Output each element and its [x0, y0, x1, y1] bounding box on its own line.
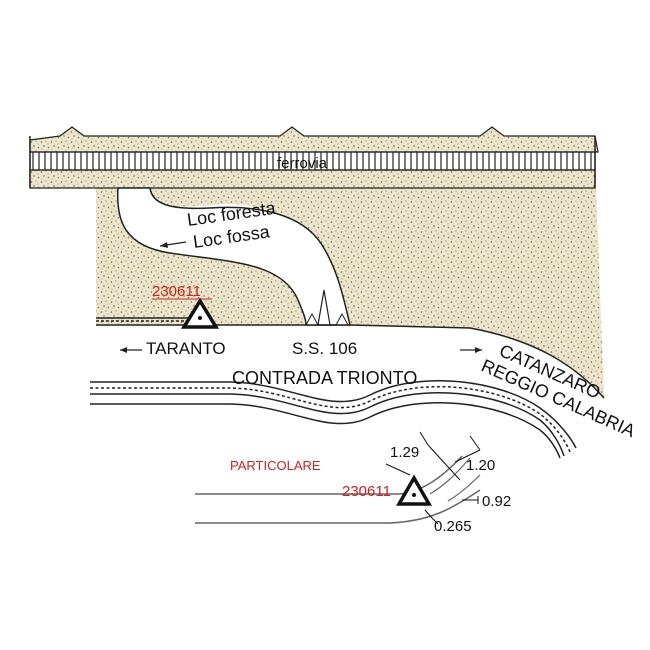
dimension-092: 0.92 [482, 493, 511, 510]
ss106-label: S.S. 106 [292, 339, 357, 358]
taranto-label: TARANTO [146, 339, 226, 358]
terrain-area [96, 188, 604, 398]
detail-sign-code-label: 230611 [342, 483, 391, 500]
detail-warning-sign-icon [395, 474, 433, 506]
railway-embankment [29, 126, 599, 153]
dimension-120: 1.20 [466, 457, 495, 474]
arrow-left-icon [120, 347, 142, 353]
ss106-south-edge [90, 380, 577, 449]
railway-lower-strip [29, 169, 596, 189]
terrain-left [96, 188, 305, 325]
contrada-label: CONTRADA TRIONTO [232, 368, 417, 388]
dimension-129: 1.29 [390, 444, 419, 461]
railway-label: ferrovia [277, 155, 328, 172]
dimension-lines [385, 431, 481, 525]
particolare-label: PARTICOLARE [230, 458, 321, 473]
ss106-north-edge [96, 324, 605, 399]
warning-sign-icon [180, 297, 220, 329]
arrow-loc-icon [159, 241, 187, 248]
dimension-0265: 0.265 [434, 518, 472, 535]
arrow-right-icon [460, 347, 482, 353]
sign-code-label: 230611 [152, 283, 201, 300]
detail-road-edges [195, 455, 481, 524]
